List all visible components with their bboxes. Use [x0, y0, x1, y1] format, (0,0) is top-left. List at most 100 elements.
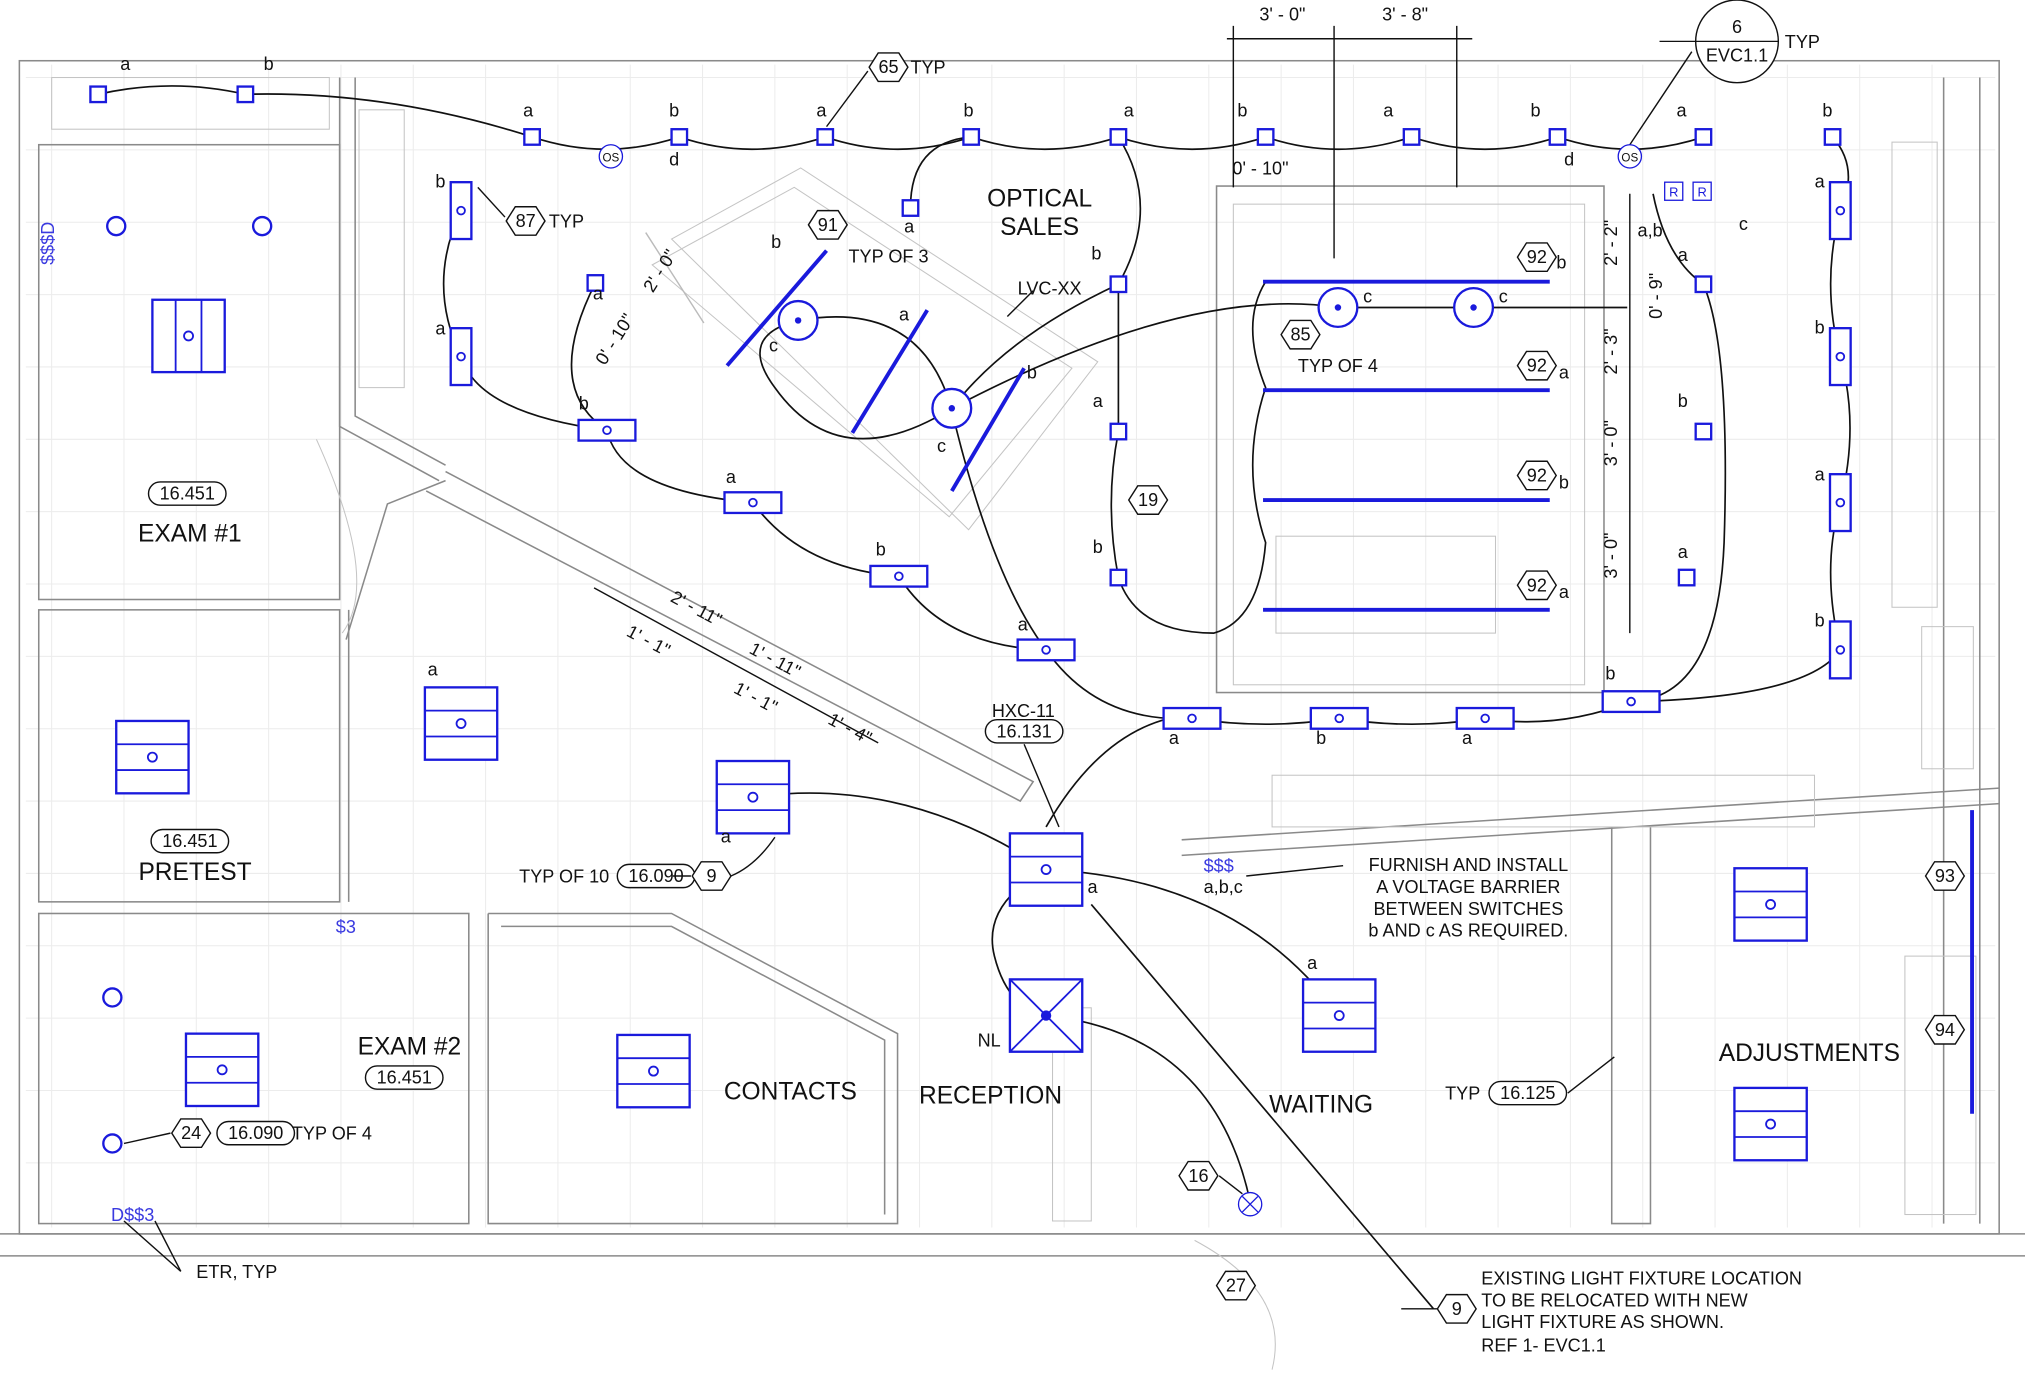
switch-leg-label: b — [1237, 100, 1247, 120]
svg-text:9: 9 — [707, 866, 717, 886]
switch-leg-label: b — [579, 394, 589, 414]
downlight — [1548, 128, 1567, 146]
switch-leg-label: b — [1531, 100, 1541, 120]
switch-leg-label: c — [1499, 286, 1508, 306]
switch-leg-label: a — [593, 284, 604, 304]
troffer-fixture — [1008, 832, 1084, 907]
linear-fixtures — [725, 249, 1974, 1114]
room-contacts: CONTACTS — [724, 1079, 857, 1106]
strip-fixture — [1828, 327, 1852, 387]
svg-text:OS: OS — [1621, 152, 1638, 165]
room-tags: 16.451 16.451 16.451 16.090 16.131 16.12… — [147, 481, 1568, 1146]
strip-fixture — [1828, 181, 1852, 241]
svg-text:92: 92 — [1527, 356, 1547, 376]
switch-leg-label: b — [1678, 391, 1688, 411]
svg-text:16.451: 16.451 — [160, 484, 215, 504]
note-line: A VOLTAGE BARRIER — [1376, 877, 1560, 897]
svg-text:R: R — [1669, 184, 1678, 199]
svg-text:OS: OS — [602, 152, 619, 165]
annotations: TYP TYP TYP TYP OF 3 TYP OF 4 TYP OF 10 … — [38, 32, 1820, 1356]
room-pretest: PRETEST — [138, 859, 251, 886]
note-line: LIGHT FIXTURE AS SHOWN. — [1481, 1312, 1724, 1332]
switch-leg-label: a — [1307, 953, 1318, 973]
svg-text:16: 16 — [1188, 1166, 1208, 1186]
dimension: 2' - 0" — [639, 246, 680, 296]
strip-fixture — [1828, 620, 1852, 680]
downlight — [236, 85, 255, 104]
downlight — [962, 128, 981, 146]
lvc-label: LVC-XX — [1018, 279, 1082, 299]
downlight — [1109, 422, 1128, 441]
note-line: FURNISH AND INSTALL — [1369, 855, 1569, 875]
note-line: REF 1- EVC1.1 — [1481, 1335, 1606, 1355]
keynote-92: 92 — [1516, 350, 1558, 381]
svg-text:9: 9 — [1452, 1299, 1462, 1319]
troffer-fixture — [616, 1033, 691, 1109]
svg-text:85: 85 — [1290, 325, 1310, 345]
switch-leg-label: a — [1088, 877, 1099, 897]
switch-leg-label: a — [1383, 100, 1394, 120]
keynote-27: 27 — [1215, 1270, 1257, 1301]
svg-text:16.451: 16.451 — [162, 831, 217, 851]
switch-letters: a,b,c — [1204, 877, 1243, 897]
room-optical-sales: OPTICAL — [987, 186, 1092, 213]
typ-of-4-label: TYP OF 4 — [292, 1124, 372, 1144]
downlight — [89, 85, 108, 104]
switch-leg-label: b — [1815, 317, 1825, 337]
dimension: 0' - 10" — [1232, 158, 1288, 178]
strip-fixture — [1309, 706, 1369, 730]
typ-of-3-label: TYP OF 3 — [848, 246, 928, 266]
switch-symbol: $3 — [336, 917, 356, 937]
keynote-9: 9 — [1436, 1293, 1477, 1324]
strip-fixture — [1601, 690, 1661, 714]
troffer-fixture — [1301, 978, 1377, 1053]
switch-leg-label: b — [1815, 611, 1825, 631]
dimension: 2' - 11" — [667, 587, 725, 630]
svg-text:93: 93 — [1935, 866, 1955, 886]
switch-leg-label: a — [435, 319, 446, 339]
switch-letters: a,b — [1638, 220, 1663, 240]
svg-text:16.451: 16.451 — [377, 1068, 432, 1088]
switch-leg-label: a — [523, 100, 534, 120]
dimension: 3' - 0" — [1601, 420, 1621, 466]
svg-text:16.090: 16.090 — [228, 1123, 283, 1143]
switch-leg-label: b — [771, 232, 781, 252]
switch-leg-label: a — [1559, 582, 1570, 602]
downlight — [1694, 275, 1713, 294]
keynote-9: 9 — [691, 861, 732, 891]
dimension: 2' - 3" — [1601, 328, 1621, 374]
dimension: 3' - 0" — [1601, 533, 1621, 579]
dimension: 3' - 8" — [1382, 5, 1428, 25]
downlight — [523, 128, 541, 146]
switch-leg-label: b — [964, 100, 974, 120]
switch-leg-label: a — [1678, 542, 1689, 562]
keynote-94: 94 — [1924, 1014, 1966, 1045]
ceiling-grid — [25, 64, 1996, 1228]
keynote-91: 91 — [807, 209, 849, 240]
room-exam-1: EXAM #1 — [138, 520, 242, 547]
downlight — [901, 199, 920, 217]
downlight — [1694, 422, 1713, 441]
walls — [0, 59, 2025, 1370]
typ-label: TYP — [1785, 32, 1820, 52]
room-labels: OPTICAL SALES EXAM #1 PRETEST EXAM #2 CO… — [138, 186, 1900, 1119]
svg-text:92: 92 — [1527, 465, 1547, 485]
switch-leg-label: c — [769, 335, 778, 355]
switch-leg-label: b — [1556, 253, 1566, 273]
switch-leg-label: a — [428, 660, 439, 680]
spec-tag: 16.125 — [1488, 1080, 1568, 1106]
room-reception: RECEPTION — [919, 1082, 1062, 1109]
dimension: 1' - 4" — [825, 709, 875, 748]
troffer-fixture — [423, 686, 499, 761]
switch-leg-label: c — [937, 436, 946, 456]
switch-leg-label: b — [1091, 244, 1101, 264]
typ-of-10-label: TYP OF 10 — [519, 866, 609, 886]
light-fixtures — [89, 85, 1852, 1162]
occupancy-sensor-icon: OS — [1617, 144, 1643, 169]
task-light — [106, 215, 127, 237]
hxc-label: HXC-11 — [992, 701, 1055, 721]
downlight — [1694, 128, 1713, 146]
switch-leg-label: a — [1018, 615, 1029, 635]
switch-leg-label: b — [1316, 728, 1326, 748]
room-waiting: WAITING — [1269, 1091, 1373, 1118]
